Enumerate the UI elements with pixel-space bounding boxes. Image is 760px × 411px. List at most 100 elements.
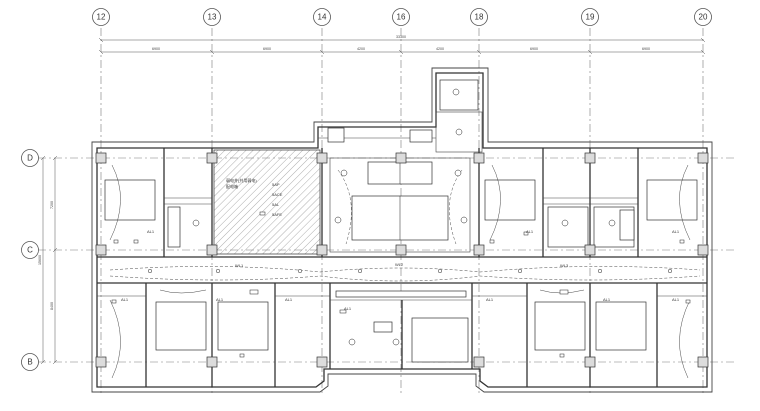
room-wire [109,299,121,379]
bed-fixture [155,301,207,351]
bay-dimension-text: 6900 [152,47,160,51]
axis-bubble-13 [203,8,221,26]
service-room-note: 5AL [272,202,280,207]
room-tag: AL1 [603,297,611,302]
ceiling-light-icon [454,169,462,177]
shaft-box [409,129,433,143]
axis-bubble-19 [581,8,599,26]
lobby-circuit [337,169,352,245]
axis-bubble-B [21,353,39,371]
service-room-note: 5AFE [272,212,282,217]
bed-fixture [217,301,269,351]
bed-fixture [411,317,469,363]
axis-label-12: 12 [97,13,106,22]
axis-bubble-C [21,241,39,259]
room-tag: AL1 [344,306,352,311]
dimension-ticks-left [40,155,58,365]
ceiling-light-icon [608,219,616,227]
row-dimension-text: 8400 [50,302,54,310]
bed-fixture [104,179,156,221]
room-wire [489,164,501,241]
socket-icon [489,239,495,244]
row-overall-dimension-text: 15600 [38,255,42,265]
room-tag: AL1 [285,297,293,302]
lobby-circuit [449,169,463,245]
axis-bubble-18 [470,8,488,26]
room-tag: AL1 [216,297,224,302]
bath-fixture [547,206,589,248]
shaft-box [327,127,345,143]
room-wire [109,164,121,241]
socket-icon [523,231,529,236]
ceiling-light-icon [561,219,569,227]
corridor-circuit: WL1 WL2 WL3 [109,262,701,282]
building-outline [91,67,713,393]
service-room-note: 5ACE [272,192,283,197]
circuit-tag: WL1 [235,263,244,268]
light-fixture-icon [215,268,221,274]
distribution-box-icon [339,309,347,314]
hatched-room-notes: 弱电井(共用弱电) 配电箱 5AP 5ACE 5AL 5AFE [226,177,283,217]
light-fixture-icon [437,268,443,274]
axis-label-B: B [27,358,32,367]
service-room-note: 5AP [272,182,280,187]
ceiling-light-icon [348,338,356,346]
corridor-wire [109,266,701,273]
bed-fixture [484,179,536,221]
south-room-partitions [97,283,707,387]
dimension-ticks-top [98,37,706,55]
distribution-box-icon [249,289,259,295]
axis-label-20: 20 [699,13,708,22]
axis-label-18: 18 [475,13,484,22]
axis-bubbles-top: 12 13 14 16 18 19 20 [92,8,712,26]
north-room-partitions [163,148,639,257]
socket-icon [133,239,139,244]
corridor-wire [109,275,701,282]
upper-shaft-room [435,111,483,153]
bed-fixture [595,301,647,351]
room-wire [159,289,207,294]
bed-fixture [534,301,586,351]
socket-icon [685,299,691,304]
room-fixtures [104,179,698,363]
axis-bubbles-left: D C B [21,149,39,371]
socket-icon [111,299,117,304]
overall-dimension-text: 33300 [396,35,406,39]
axis-label-14: 14 [318,13,327,22]
room-tag: AL1 [486,297,494,302]
bay-dimension-text: 6900 [263,47,271,51]
dimension-lines: 33300 6900 6900 4200 4200 6900 6900 7200… [38,35,706,365]
axis-label-13: 13 [208,13,217,22]
structural-columns [95,152,709,368]
room-tag: AL1 [121,297,129,302]
room-tag: AL1 [147,229,155,234]
room-tag: AL1 [672,297,680,302]
axis-label-D: D [27,154,33,163]
axis-label-C: C [27,246,33,255]
counter-fixture [335,290,467,298]
room-tag: AL1 [672,229,680,234]
bath-fixture [167,206,181,248]
socket-icon [239,353,245,358]
row-dimension-text: 7200 [50,201,54,209]
light-fixture-icon [147,268,153,274]
light-fixture-icon [357,268,363,274]
equipment-box [373,321,393,333]
room-tag: AL1 [526,229,534,234]
light-fixture-icon [667,268,673,274]
service-room-note: 弱电井(共用弱电) [226,177,257,183]
axis-bubble-16 [392,8,410,26]
socket-icon [679,239,685,244]
ceiling-light-icon [340,169,348,177]
distribution-box-icon [259,211,266,216]
circuit-tag: WL3 [560,263,569,268]
central-stair-core [318,79,483,253]
bay-dimension-text: 4200 [436,47,444,51]
room-circuits [109,164,691,379]
axis-bubble-20 [694,8,712,26]
room-wire [679,164,691,241]
circuit-tag: WL2 [395,262,404,267]
bay-dimension-text: 4200 [357,47,365,51]
light-fixture-icon [597,268,603,274]
